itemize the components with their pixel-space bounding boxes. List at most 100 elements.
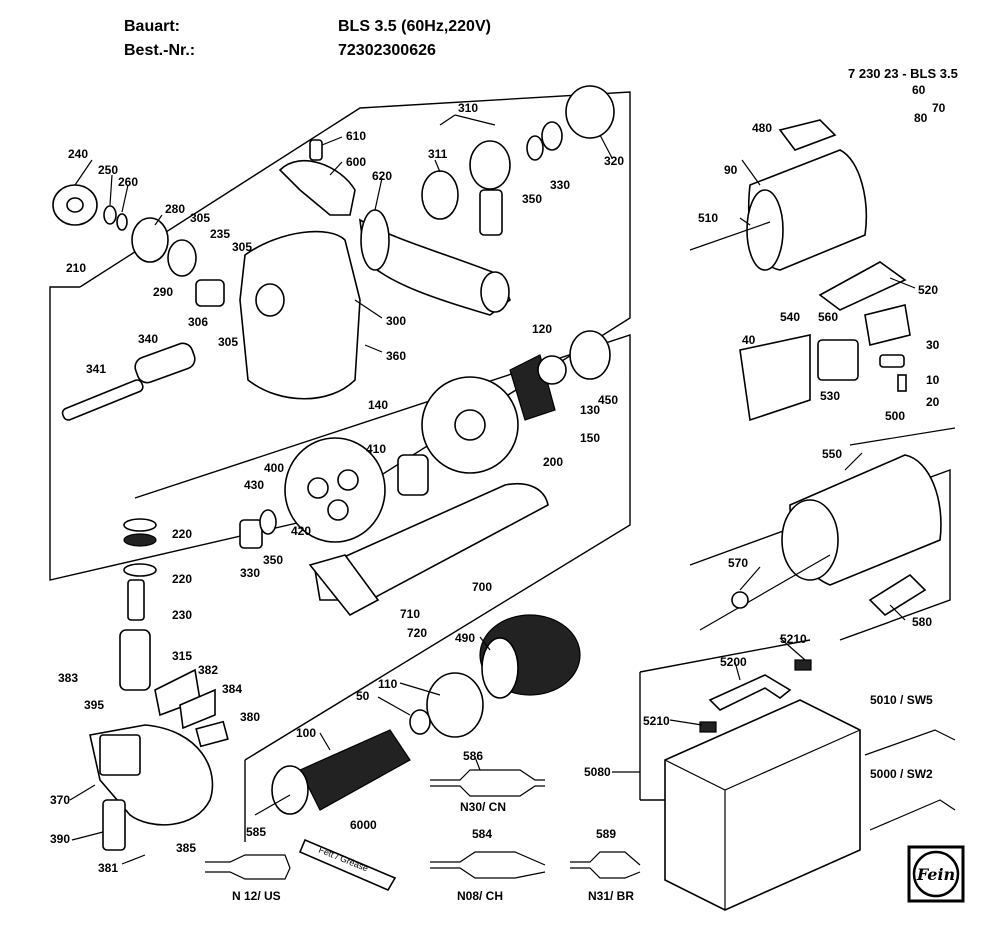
part-label: 90 (724, 163, 738, 177)
part-label: 50 (356, 689, 370, 703)
part-label: 480 (752, 121, 772, 135)
part-label: 360 (386, 349, 406, 363)
part-label: 382 (198, 663, 218, 677)
part-label: 510 (698, 211, 718, 225)
part-label: 5200 (720, 655, 747, 669)
part-label: 380 (240, 710, 260, 724)
part-label: 390 (50, 832, 70, 846)
part-label: 710 (400, 607, 420, 621)
part-label: 385 (176, 841, 196, 855)
part-label: 300 (386, 314, 406, 328)
part-label: 570 (728, 556, 748, 570)
plug-label-br: N31/ BR (588, 889, 634, 903)
parts-drawing: Fett / Grease (52, 85, 956, 911)
part-300-drawing (239, 230, 361, 400)
plug-label-cn: N30/ CN (460, 800, 506, 814)
part-label: 450 (598, 393, 618, 407)
part-5080-case-drawing (664, 699, 861, 911)
part-label: 410 (366, 442, 386, 456)
part-label: 30 (926, 338, 940, 352)
fein-logo-icon: Fein (907, 845, 965, 903)
leader-lines (69, 114, 916, 865)
part-label: 540 (780, 310, 800, 324)
part-label: 586 (463, 749, 483, 763)
part-label: 20 (926, 395, 940, 409)
part-label: 220 (172, 527, 192, 541)
part-label: 130 (580, 403, 600, 417)
part-label: 305 (190, 211, 210, 225)
part-label: 305 (218, 335, 238, 349)
part-label: 341 (86, 362, 106, 376)
part-label: 306 (188, 315, 208, 329)
part-label: 310 (458, 101, 478, 115)
part-label: 5210 (643, 714, 670, 728)
part-label: 240 (68, 147, 88, 161)
part-label: 10 (926, 373, 940, 387)
part-label: 330 (240, 566, 260, 580)
part-label: 5010 / SW5 (870, 693, 933, 707)
plug-label-ch: N08/ CH (457, 889, 503, 903)
part-label: 430 (244, 478, 264, 492)
part-label: 150 (580, 431, 600, 445)
part-label: 70 (932, 101, 946, 115)
part-label: 560 (818, 310, 838, 324)
part-label: 120 (532, 322, 552, 336)
part-label: 589 (596, 827, 616, 841)
part-label: 6000 (350, 818, 377, 832)
part-label: 381 (98, 861, 118, 875)
part-label: 395 (84, 698, 104, 712)
part-label: 584 (472, 827, 492, 841)
type-label: Bauart: (124, 18, 181, 35)
part-label: 320 (604, 154, 624, 168)
part-label: 585 (246, 825, 266, 839)
part-label: 490 (455, 631, 475, 645)
part-label: 280 (165, 202, 185, 216)
part-label: 620 (372, 169, 392, 183)
part-label: 610 (346, 129, 366, 143)
part-620-drawing (359, 218, 511, 316)
grease-tube-drawing (298, 838, 397, 892)
part-100-drawing (299, 729, 411, 811)
part-label: 500 (885, 409, 905, 423)
part-label: 600 (346, 155, 366, 169)
part-label: 200 (543, 455, 563, 469)
part-label: 100 (296, 726, 316, 740)
model-code: 7 230 23 - BLS 3.5 (848, 66, 958, 81)
part-label: 700 (472, 580, 492, 594)
order-label: Best.-Nr.: (124, 42, 196, 59)
part-label: 260 (118, 175, 138, 189)
part-label: 220 (172, 572, 192, 586)
part-label: 350 (263, 553, 283, 567)
part-label: 580 (912, 615, 932, 629)
part-label: 5210 (780, 632, 807, 646)
part-label: 330 (550, 178, 570, 192)
logo-text: Fein (916, 865, 955, 884)
part-label: 250 (98, 163, 118, 177)
part-label: 110 (378, 677, 398, 691)
part-labels: 240 250 260 210 280 305 235 305 290 306 … (50, 83, 946, 875)
part-label: 290 (153, 285, 173, 299)
part-label: 370 (50, 793, 70, 807)
part-label: 315 (172, 649, 192, 663)
part-label: 80 (914, 111, 928, 125)
plug-label-us: N 12/ US (232, 889, 281, 903)
part-700-drawing (314, 483, 549, 601)
part-label: 5080 (584, 765, 611, 779)
part-label: 305 (232, 240, 252, 254)
part-label: 400 (264, 461, 284, 475)
part-label: 60 (912, 83, 926, 97)
type-value: BLS 3.5 (60Hz,220V) (338, 18, 491, 35)
part-label: 350 (522, 192, 542, 206)
part-label: 311 (428, 147, 448, 161)
part-label: 40 (742, 333, 756, 347)
part-label: 340 (138, 332, 158, 346)
order-value: 72302300626 (338, 42, 436, 59)
part-label: 550 (822, 447, 842, 461)
plug-labels: N30/ CN N 12/ US N08/ CH N31/ BR (232, 800, 634, 903)
part-label: 420 (291, 524, 311, 538)
part-label: 530 (820, 389, 840, 403)
part-label: 230 (172, 608, 192, 622)
part-label: 210 (66, 261, 86, 275)
part-400-drawing (284, 437, 386, 543)
